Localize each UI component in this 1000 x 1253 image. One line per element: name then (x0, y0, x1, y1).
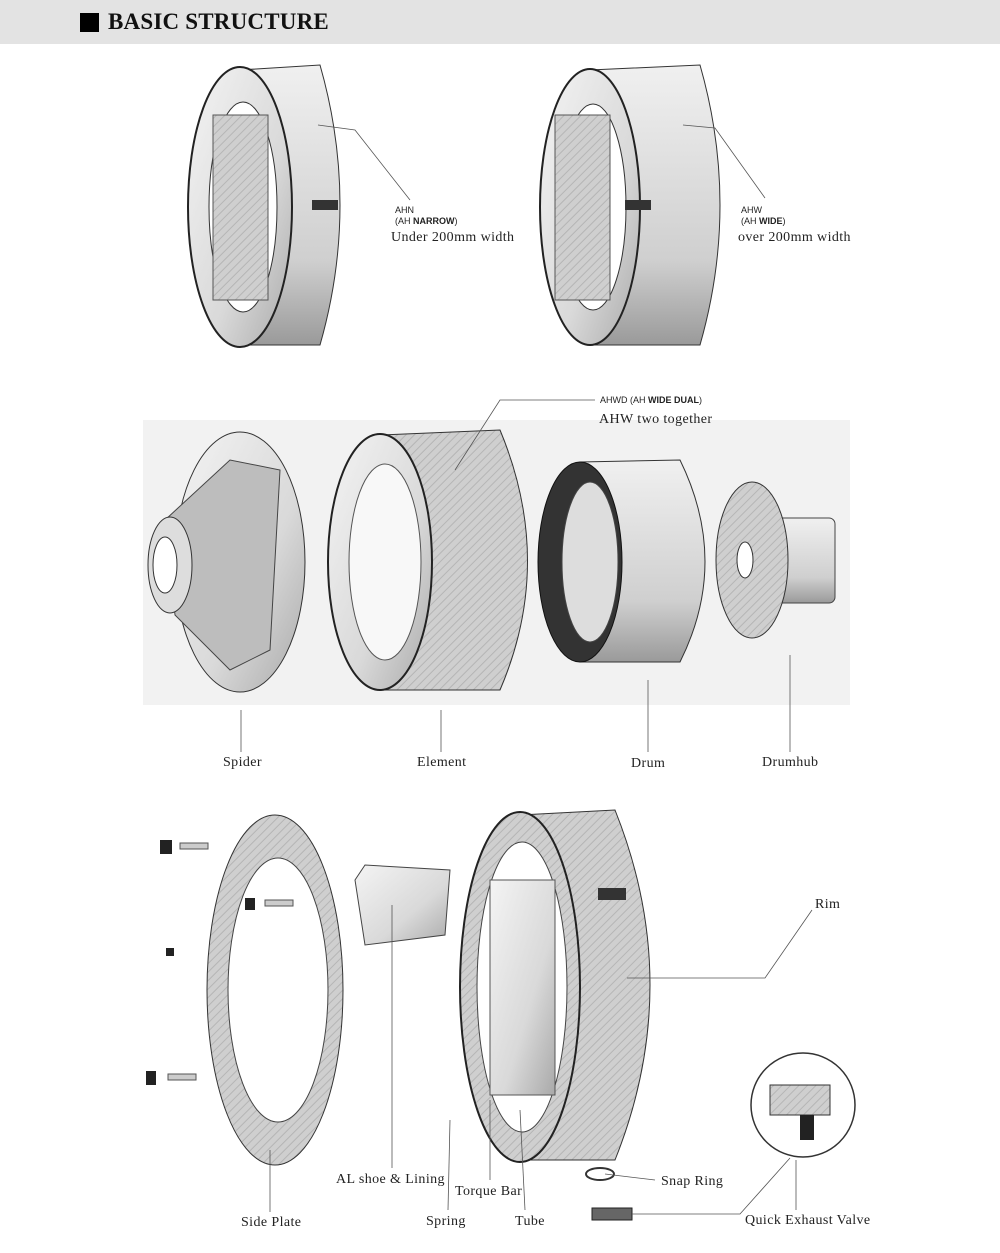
label-quick-exhaust-valve: Quick Exhaust Valve (745, 1213, 871, 1228)
ahwd-name: WIDE DUAL (648, 395, 699, 405)
label-element: Element (417, 755, 467, 770)
ahn-name: NARROW (413, 216, 455, 226)
label-drum: Drum (631, 756, 666, 771)
label-spring: Spring (426, 1214, 466, 1229)
ahn-description: Under 200mm width (391, 230, 515, 245)
page-title: BASIC STRUCTURE (108, 9, 329, 34)
label-rim: Rim (815, 897, 841, 912)
ahn-ring-image (187, 64, 341, 348)
ahwd-label: AHWD (AH WIDE DUAL) (600, 395, 702, 405)
ahw-description: over 200mm width (738, 230, 851, 245)
rim-image (459, 809, 651, 1163)
ahwd-description: AHW two together (599, 412, 713, 427)
label-drumhub: Drumhub (762, 755, 819, 770)
label-torque-bar: Torque Bar (455, 1184, 523, 1199)
header-bullet-square (80, 13, 99, 32)
section-header: BASIC STRUCTURE (0, 0, 1000, 44)
valve-image (585, 1052, 856, 1221)
ahn-code: AHN (395, 205, 415, 215)
spider-image (147, 431, 306, 693)
ahw-name: WIDE (759, 216, 783, 226)
label-tube: Tube (515, 1214, 545, 1229)
ahw-code: AHW (741, 205, 762, 215)
element-image (327, 429, 528, 691)
ahw-label: AHW (AH WIDE) (741, 205, 786, 226)
leader-lines (240, 124, 813, 1215)
label-spider: Spider (223, 755, 262, 770)
side-plate-image (206, 814, 344, 1166)
al-shoe-image (354, 864, 451, 946)
bolts-image (146, 840, 294, 1085)
label-al-shoe: AL shoe & Lining (336, 1172, 445, 1187)
label-snap-ring: Snap Ring (661, 1174, 724, 1189)
ahn-label: AHN (AH NARROW) (395, 205, 458, 226)
ahw-ring-image (539, 64, 721, 346)
drum-image (537, 459, 706, 663)
label-side-plate: Side Plate (241, 1215, 302, 1230)
drumhub-image (715, 481, 836, 639)
